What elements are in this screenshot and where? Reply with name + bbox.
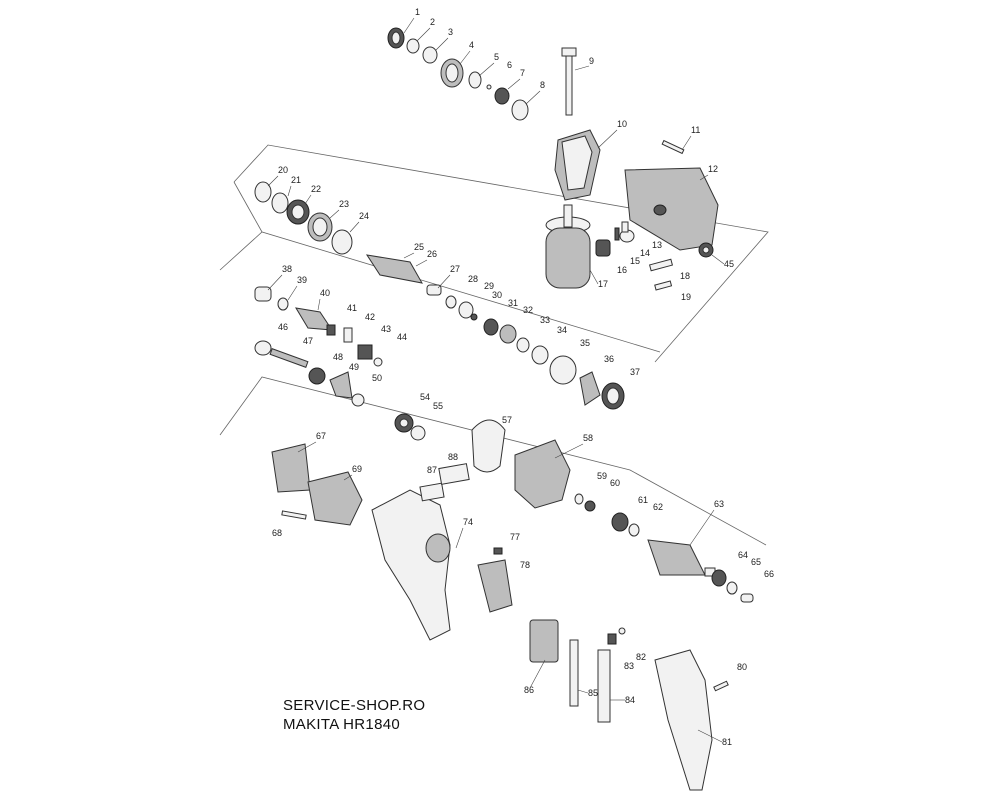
part-number: 21 (291, 175, 301, 185)
part-number: 61 (638, 495, 648, 505)
part-number: 16 (617, 265, 627, 275)
part-number: 59 (597, 471, 607, 481)
part-number: 58 (583, 433, 593, 443)
part-number: 84 (625, 695, 635, 705)
part-number: 30 (492, 290, 502, 300)
part-number: 47 (303, 336, 313, 346)
part-shapes (254, 27, 754, 791)
part-number: 67 (316, 431, 326, 441)
part-number: 78 (520, 560, 530, 570)
part-number: 60 (610, 478, 620, 488)
part-number: 9 (589, 56, 594, 66)
part-number: 39 (297, 275, 307, 285)
part-number: 44 (397, 332, 407, 342)
part-number: 1 (415, 7, 420, 17)
part-number: 17 (598, 279, 608, 289)
part-number: 69 (352, 464, 362, 474)
part-number: 6 (507, 60, 512, 70)
part-number: 38 (282, 264, 292, 274)
shop-caption: SERVICE-SHOP.RO (283, 697, 426, 714)
part-number: 37 (630, 367, 640, 377)
part-number: 74 (463, 517, 473, 527)
part-number: 27 (450, 264, 460, 274)
part-number: 50 (372, 373, 382, 383)
part-number: 22 (311, 184, 321, 194)
part-number: 36 (604, 354, 614, 364)
model-caption: MAKITA HR1840 (283, 716, 401, 733)
part-number: 64 (738, 550, 748, 560)
part-number: 54 (420, 392, 430, 402)
part-number: 29 (484, 281, 494, 291)
part-number: 45 (724, 259, 734, 269)
part-number: 8 (540, 80, 545, 90)
part-number: 31 (508, 298, 518, 308)
part-number: 24 (359, 211, 369, 221)
part-number: 5 (494, 52, 499, 62)
part-number: 11 (691, 125, 700, 135)
part-number: 40 (320, 288, 330, 298)
part-number: 12 (708, 164, 718, 174)
part-number: 14 (640, 248, 650, 258)
part-number: 13 (652, 240, 662, 250)
part-number: 62 (653, 502, 663, 512)
part-number: 18 (680, 271, 690, 281)
part-number: 35 (580, 338, 590, 348)
part-number: 48 (333, 352, 343, 362)
part-number: 25 (414, 242, 424, 252)
part-number: 3 (448, 27, 453, 37)
part-number: 34 (557, 325, 567, 335)
part-number: 66 (764, 569, 774, 579)
part-number: 32 (523, 305, 533, 315)
part-number: 2 (430, 17, 435, 27)
part-number: 77 (510, 532, 520, 542)
part-number: 57 (502, 415, 512, 425)
part-number: 65 (751, 557, 761, 567)
part-number: 85 (588, 688, 598, 698)
part-number: 81 (722, 737, 732, 747)
part-number: 20 (278, 165, 288, 175)
part-number: 55 (433, 401, 443, 411)
part-number: 46 (278, 322, 288, 332)
part-number: 63 (714, 499, 724, 509)
part-number: 42 (365, 312, 375, 322)
part-number: 33 (540, 315, 550, 325)
leader-lines (267, 17, 725, 743)
part-number: 23 (339, 199, 349, 209)
part-number: 19 (681, 292, 691, 302)
part-number: 49 (349, 362, 359, 372)
part-number: 83 (624, 661, 634, 671)
part-number: 88 (448, 452, 458, 462)
part-number: 15 (630, 256, 640, 266)
part-number: 68 (272, 528, 282, 538)
part-number: 86 (524, 685, 534, 695)
part-number: 26 (427, 249, 437, 259)
part-number: 10 (617, 119, 627, 129)
part-number: 87 (427, 465, 437, 475)
part-number: 7 (520, 68, 525, 78)
group-boundaries (219, 144, 769, 546)
part-labels: 1 2 3 4 5 6 7 8 9 10 11 12 13 14 15 16 1… (272, 7, 774, 747)
part-number: 4 (469, 40, 474, 50)
part-number: 43 (381, 324, 391, 334)
part-number: 80 (737, 662, 747, 672)
part-number: 82 (636, 652, 646, 662)
part-number: 28 (468, 274, 478, 284)
part-number: 41 (347, 303, 357, 313)
